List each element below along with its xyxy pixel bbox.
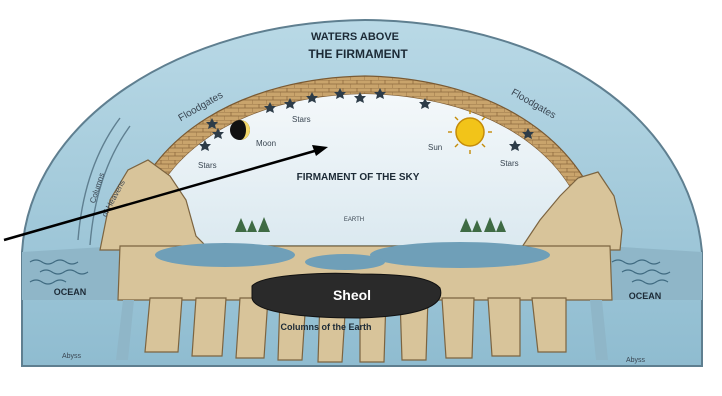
label-stars-top: Stars <box>292 115 311 124</box>
label-moon: Moon <box>256 139 276 148</box>
lake-left <box>155 243 295 267</box>
label-columns-earth: Columns of the Earth <box>280 322 371 332</box>
label-sheol: Sheol <box>333 287 371 303</box>
label-sun: Sun <box>428 143 442 152</box>
label-stars-right: Stars <box>500 159 519 168</box>
label-abyss-left: Abyss <box>62 353 82 360</box>
label-ocean-left: OCEAN <box>54 287 87 297</box>
label-earth: EARTH <box>344 217 364 223</box>
lake-right <box>370 242 550 268</box>
label-abyss-right: Abyss <box>626 357 646 364</box>
label-waters-above-1: WATERS ABOVE <box>311 31 399 43</box>
label-firmament-sky: FIRMAMENT OF THE SKY <box>297 172 420 183</box>
label-waters-above-2: THE FIRMAMENT <box>308 47 408 61</box>
label-stars-left: Stars <box>198 161 217 170</box>
moon-icon <box>230 120 250 140</box>
label-ocean-right: OCEAN <box>629 291 662 301</box>
lake-center <box>305 254 385 270</box>
